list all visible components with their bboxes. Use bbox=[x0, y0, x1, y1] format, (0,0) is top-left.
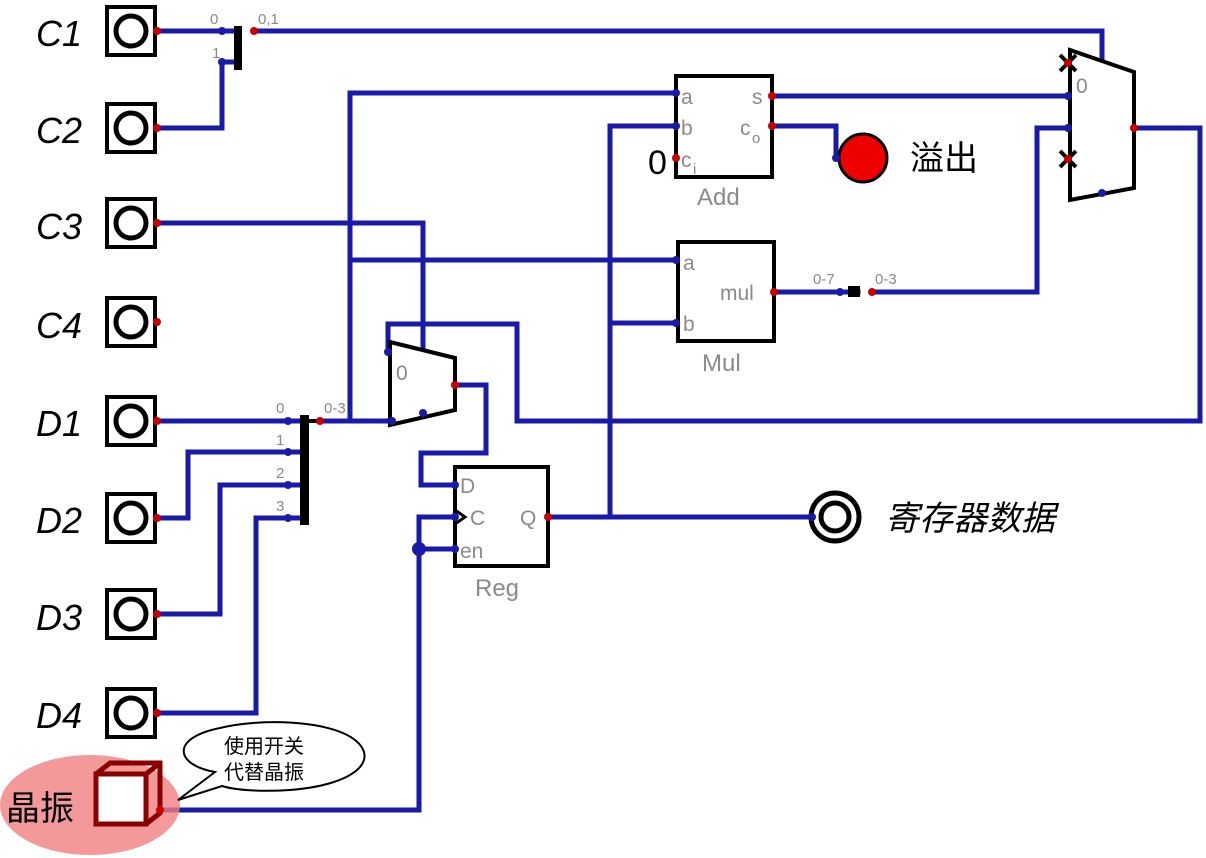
register-pin-c: C bbox=[470, 507, 485, 530]
wire-c3 bbox=[154, 220, 426, 416]
input-mux: 0 bbox=[384, 339, 459, 428]
input-d3[interactable]: D3 bbox=[36, 588, 161, 640]
splitter-c-bit0: 0 bbox=[210, 11, 218, 28]
label-d2: D2 bbox=[36, 500, 82, 541]
splitter-d: 0 1 2 3 0-3 bbox=[276, 400, 346, 525]
input-d1[interactable]: D1 bbox=[36, 395, 161, 447]
splitter-c: 0 1 0,1 bbox=[210, 11, 279, 70]
label-c1: C1 bbox=[36, 13, 82, 54]
clock-box-icon bbox=[93, 760, 163, 827]
wire-d-to-a bbox=[347, 90, 679, 424]
input-c3[interactable]: C3 bbox=[36, 197, 161, 249]
wire-carry bbox=[769, 123, 839, 161]
overflow-led-lamp bbox=[837, 132, 889, 184]
input-d4[interactable]: D4 bbox=[36, 687, 161, 739]
input-d2[interactable]: D2 bbox=[36, 492, 161, 544]
multiplier-pin-b: b bbox=[683, 313, 695, 336]
wire-feedback bbox=[385, 125, 1203, 424]
splitter-d-bit0: 0 bbox=[276, 400, 284, 417]
wire-c2 bbox=[154, 59, 239, 131]
adder-pin-ci-sub: i bbox=[693, 161, 696, 178]
overflow-led: 溢出 bbox=[832, 132, 978, 184]
adder-pin-a: a bbox=[681, 86, 693, 109]
wire-q-bus bbox=[607, 123, 679, 520]
wires bbox=[154, 28, 1203, 813]
clock-input[interactable]: 晶振 bbox=[0, 755, 180, 855]
splitter-d-bit1: 1 bbox=[276, 432, 284, 449]
output-mux: 0 bbox=[1058, 47, 1138, 203]
wire-mul-trunc bbox=[869, 125, 1071, 295]
adder-carry-in-const: 0 bbox=[648, 144, 667, 182]
label-c3: C3 bbox=[36, 206, 82, 247]
splitter-mul-out: 0-3 bbox=[875, 271, 897, 288]
multiplier-pin-out: mul bbox=[720, 282, 754, 305]
register: D C en Q Reg bbox=[412, 465, 552, 602]
adder-pin-co-sub: o bbox=[752, 130, 760, 147]
input-c1[interactable]: C1 bbox=[36, 5, 161, 57]
wire-d4 bbox=[154, 515, 307, 716]
label-d4: D4 bbox=[36, 695, 82, 736]
multiplier-pin-a: a bbox=[683, 252, 695, 275]
label-c4: C4 bbox=[36, 305, 82, 346]
wire-clock bbox=[157, 514, 458, 813]
adder-pin-s: s bbox=[752, 86, 763, 109]
register-data-label: 寄存器数据 bbox=[885, 499, 1060, 539]
callout-line1: 使用开关 bbox=[224, 734, 304, 758]
splitter-mul-in: 0-7 bbox=[813, 271, 835, 288]
label-d3: D3 bbox=[36, 597, 82, 638]
input-mux-sel0: 0 bbox=[396, 362, 408, 385]
multiplier: a b mul Mul bbox=[672, 240, 778, 377]
label-d1: D1 bbox=[36, 403, 82, 444]
clock-callout: 使用开关 代替晶振 bbox=[177, 721, 366, 801]
adder-pin-b: b bbox=[681, 117, 693, 140]
overflow-label: 溢出 bbox=[910, 139, 978, 179]
splitter-c-bit1: 1 bbox=[212, 45, 220, 62]
output-mux-sel0: 0 bbox=[1076, 75, 1088, 98]
register-pin-q: Q bbox=[520, 507, 536, 530]
register-name: Reg bbox=[475, 575, 519, 602]
splitter-d-bit3: 3 bbox=[276, 498, 284, 515]
splitter-d-bit2: 2 bbox=[276, 465, 284, 482]
register-data-output: 寄存器数据 bbox=[808, 490, 1060, 544]
splitter-d-combined: 0-3 bbox=[324, 400, 346, 417]
label-c2: C2 bbox=[36, 110, 82, 151]
input-c4[interactable]: C4 bbox=[36, 296, 161, 348]
register-pin-d: D bbox=[460, 475, 475, 498]
register-pin-en: en bbox=[460, 540, 483, 563]
adder: a b c i s c o Add 0 bbox=[648, 74, 776, 211]
wire-mux-reg bbox=[418, 382, 489, 488]
wire-d2 bbox=[154, 449, 307, 521]
adder-name: Add bbox=[697, 184, 740, 211]
clock-label: 晶振 bbox=[6, 789, 74, 829]
multiplier-name: Mul bbox=[702, 350, 741, 377]
input-c2[interactable]: C2 bbox=[36, 102, 161, 154]
splitter-c-combined: 0,1 bbox=[258, 11, 279, 28]
wire-d3 bbox=[154, 482, 307, 617]
callout-line2: 代替晶振 bbox=[224, 760, 304, 784]
adder-pin-ci: c bbox=[681, 149, 692, 172]
adder-pin-co: c bbox=[740, 117, 751, 140]
splitter-mul: 0-7 0-3 bbox=[813, 271, 897, 297]
